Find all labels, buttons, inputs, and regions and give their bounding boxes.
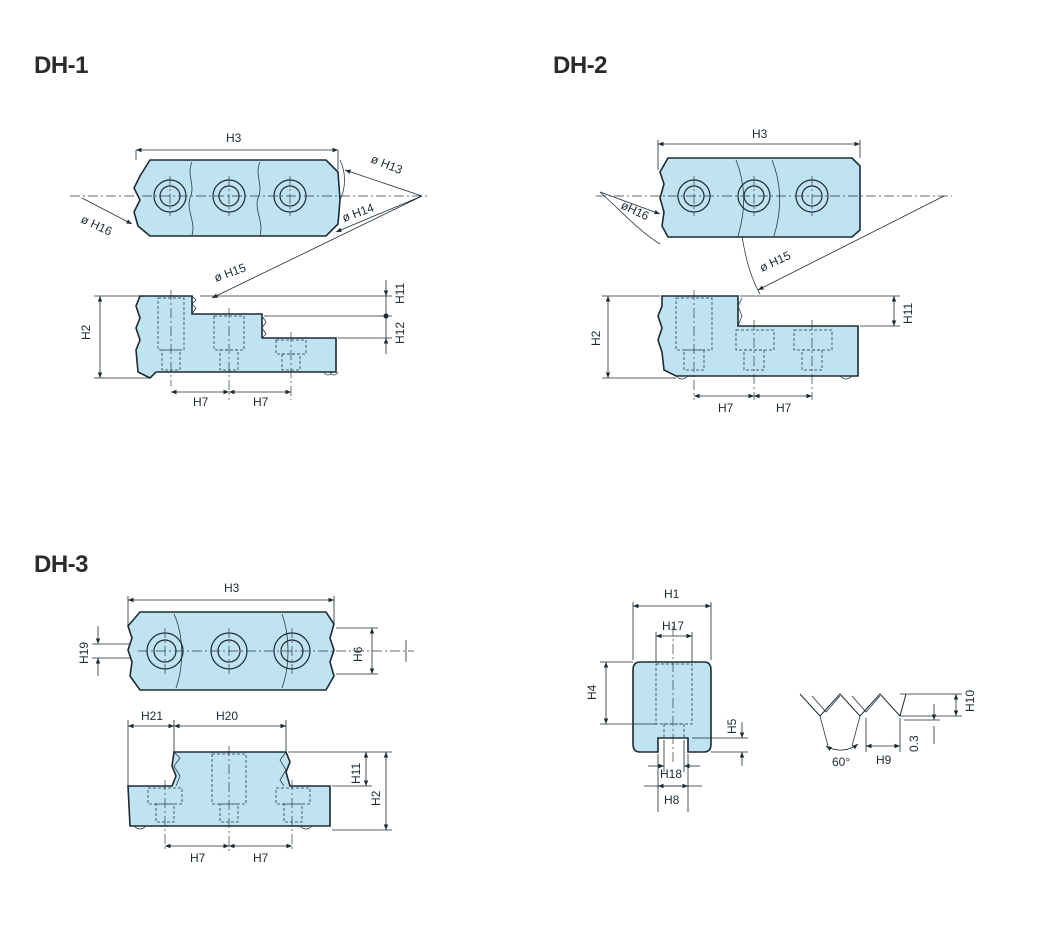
dh1-h12-label: H12 [393, 322, 407, 344]
dh2-top-view: H3 øH16 ø H15 [596, 127, 952, 295]
dh3-h7-label-left: H7 [190, 851, 206, 865]
dh2-h2-label: H2 [589, 330, 603, 346]
dh1-h16-label: ø H16 [79, 212, 115, 239]
dh1-h7-label-right: H7 [253, 395, 269, 409]
thread-offset-label: 0.3 [907, 735, 921, 752]
dh3-h20-label: H20 [216, 709, 238, 723]
dh3-h11-label: H11 [349, 763, 363, 784]
dh2-h7-label-right: H7 [776, 401, 792, 415]
thread-profile: H10 0.3 H9 60° [799, 690, 977, 769]
dh1-h2-label: H2 [79, 324, 93, 340]
end-h5-label: H5 [725, 718, 739, 734]
thread-h9-label: H9 [876, 753, 892, 767]
dh3-title: DH-3 [34, 551, 89, 578]
dh3-h19-label: H19 [77, 642, 91, 664]
dh2-h11-label: H11 [901, 303, 915, 324]
dh3-top-view: H3 H19 H6 [77, 581, 414, 691]
thread-h10-label: H10 [963, 690, 977, 712]
end-h1-label: H1 [664, 587, 680, 601]
end-h18-label: H18 [660, 767, 682, 781]
end-view: H1 H17 H4 H5 H18 H8 [585, 587, 748, 812]
dh1-h13-label: ø H13 [369, 152, 405, 177]
dh2-h3-label: H3 [752, 127, 768, 141]
dh2-h7-label-left: H7 [718, 401, 734, 415]
end-h4-label: H4 [585, 684, 599, 700]
dh2-h15-label: ø H15 [757, 248, 793, 275]
dh3-side-view: H21 H20 H11 H2 H7 H7 [127, 709, 392, 865]
dh1-side-view: H2 H11 H12 H7 H7 [79, 280, 407, 409]
dh3-h6-label: H6 [351, 646, 365, 662]
dh2-side-view: H2 H11 H7 H7 [589, 290, 915, 415]
dh1-title: DH-1 [34, 52, 89, 79]
dh1-h15-label: ø H15 [212, 260, 248, 284]
dh2-title: DH-2 [553, 52, 608, 79]
dh3-h21-label: H21 [141, 709, 163, 723]
dh2-h16-label: øH16 [619, 198, 652, 223]
dh3-h3-label: H3 [224, 581, 240, 595]
end-h17-label: H17 [662, 619, 684, 633]
dh1-h3-label: H3 [226, 131, 242, 145]
end-h8-label: H8 [664, 793, 680, 807]
dh1-h11-label: H11 [393, 283, 407, 304]
dh1-h7-label-left: H7 [193, 395, 209, 409]
dh3-h2-label: H2 [369, 790, 383, 806]
thread-angle-label: 60° [832, 755, 850, 769]
dh3-h7-label-right: H7 [253, 851, 269, 865]
dh1-top-view: H3 ø H13 ø H14 ø H15 ø H16 [70, 131, 430, 299]
